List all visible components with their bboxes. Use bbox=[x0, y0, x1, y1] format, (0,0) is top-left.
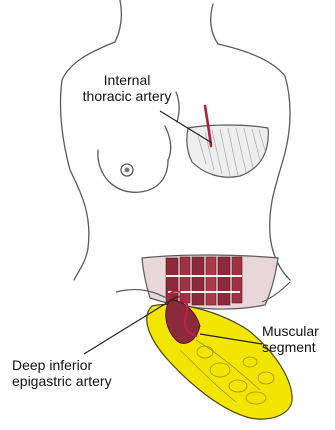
label-deep-line1: Deep inferior bbox=[12, 357, 112, 373]
label-deep-line2: epigastric artery bbox=[12, 373, 112, 389]
recipient-site bbox=[187, 106, 268, 177]
donor-site bbox=[116, 255, 290, 309]
label-deep-inferior-epigastric-artery: Deep inferior epigastric artery bbox=[12, 357, 112, 389]
label-internal-thoracic-artery: Internal thoracic artery bbox=[52, 72, 202, 104]
label-muscular-segment: Muscular segment bbox=[262, 323, 319, 355]
label-muscular-line1: Muscular bbox=[262, 323, 319, 339]
tram-flap bbox=[147, 292, 292, 419]
label-internal-line1: Internal bbox=[52, 72, 202, 88]
label-muscular-line2: segment bbox=[262, 339, 319, 355]
label-internal-line2: thoracic artery bbox=[52, 88, 202, 104]
